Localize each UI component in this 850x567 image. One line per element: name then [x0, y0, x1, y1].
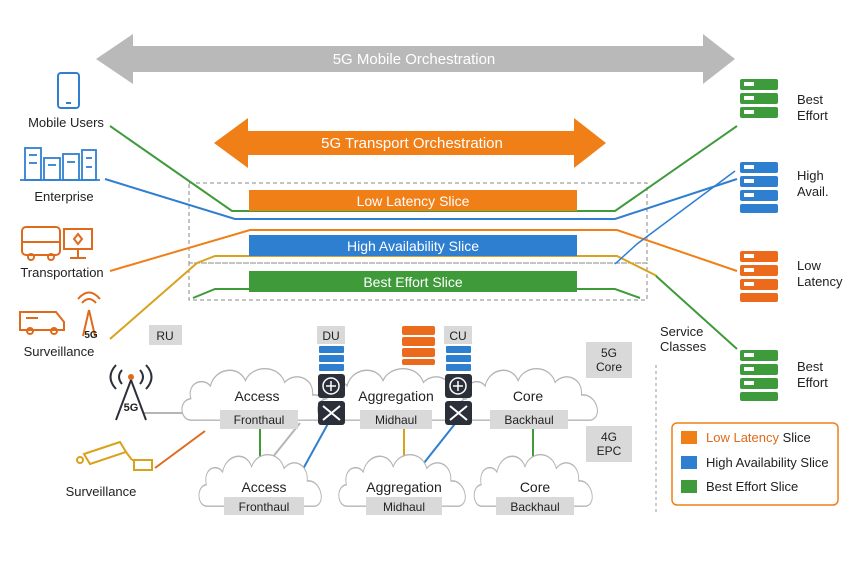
upper-fronthaul-box	[220, 410, 298, 429]
five-g-core-line1: 5G	[601, 346, 617, 360]
blue-line-enterprise	[104, 178, 738, 220]
legend-best-text: Best Effort Slice	[706, 479, 798, 494]
smartphone-icon	[57, 72, 80, 109]
transport-orchestration-label: 5G Transport Orchestration	[321, 135, 503, 152]
cell-tower-icon	[109, 364, 153, 421]
best-effort-1-line1: Best	[797, 92, 823, 107]
transport-orchestration-arrow: 5G Transport Orchestration	[214, 118, 606, 168]
lower-midhaul-box	[366, 497, 442, 515]
service-classes-line2: Classes	[660, 339, 707, 354]
cell-tower-badge: 5G	[124, 402, 139, 414]
high-availability-slice: High Availability Slice	[249, 235, 577, 256]
van-antenna-badge: 5G	[84, 330, 98, 341]
lower-backhaul-label: Backhaul	[510, 500, 559, 514]
best-effort-2-line2: Effort	[797, 375, 828, 390]
legend-low-text: Low Latency Slice	[706, 430, 811, 445]
green-line-best-effort-2	[655, 275, 738, 350]
slice-group-box-bottom	[188, 262, 648, 301]
low-latency-slice-label: Low Latency Slice	[357, 193, 470, 209]
legend-box	[671, 422, 839, 506]
ru-label: RU	[156, 329, 173, 343]
enterprise-label: Enterprise	[34, 189, 93, 204]
low-latency-slice: Low Latency Slice	[249, 190, 577, 211]
cu-box	[444, 326, 472, 344]
legend-low-colored: Low Latency	[706, 430, 779, 445]
low-latency-line1: Low	[797, 258, 821, 273]
surveillance-label: Surveillance	[24, 344, 95, 359]
upper-backhaul-box	[490, 410, 568, 429]
security-camera-icon	[76, 440, 153, 471]
du-label: DU	[322, 329, 339, 343]
server-stack-icon-best-effort-2	[740, 350, 778, 401]
low-latency-line2: Latency	[797, 274, 843, 289]
du-box	[317, 326, 345, 344]
five-g-core-box	[586, 342, 632, 378]
lower-fronthaul-label: Fronthaul	[239, 500, 290, 514]
cu-server-icon	[446, 346, 471, 371]
upper-midhaul-box	[360, 410, 432, 429]
legend-swatch-best	[681, 480, 697, 493]
mobile-orchestration-label: 5G Mobile Orchestration	[333, 51, 496, 68]
four-g-epc-line1: 4G	[601, 430, 617, 444]
upper-midhaul-label: Midhaul	[375, 413, 417, 427]
legend-swatch-high	[681, 456, 697, 469]
van-and-antenna-icon	[19, 291, 101, 337]
legend-swatch-low	[681, 431, 697, 444]
server-stack-icon-low-latency	[740, 251, 778, 302]
high-availability-slice-label: High Availability Slice	[347, 238, 479, 254]
router-icon-du	[318, 374, 345, 398]
lower-backhaul-box	[496, 497, 574, 515]
buildings-icon	[20, 147, 100, 181]
four-g-epc-line2: EPC	[597, 444, 622, 458]
upper-backhaul-label: Backhaul	[504, 413, 553, 427]
lower-midhaul-label: Midhaul	[383, 500, 425, 514]
legend-low-suffix: Slice	[779, 430, 811, 445]
upper-fronthaul-label: Fronthaul	[234, 413, 285, 427]
lower-core-label: Core	[520, 479, 551, 495]
service-classes-line1: Service	[660, 324, 703, 339]
yellow-line-surveillance	[109, 255, 658, 340]
server-stack-icon-high-avail	[740, 162, 778, 213]
bus-and-screen-icon	[21, 226, 93, 261]
legend-high-text: High Availability Slice	[706, 455, 829, 470]
ru-box	[149, 325, 182, 345]
best-effort-2-line1: Best	[797, 359, 823, 374]
high-avail-line1: High	[797, 168, 824, 183]
transportation-label: Transportation	[20, 265, 103, 280]
surveillance-2-label: Surveillance	[66, 484, 137, 499]
orange-line-transport	[109, 229, 738, 272]
mobile-users-label: Mobile Users	[28, 115, 104, 130]
four-g-epc-box	[586, 426, 632, 462]
legend: Low Latency Slice High Availability Slic…	[671, 422, 839, 506]
high-avail-line2: Avail.	[797, 184, 829, 199]
switch-icon-cu	[445, 401, 472, 425]
router-icon-cu	[445, 374, 472, 398]
five-g-core-line2: Core	[596, 360, 622, 374]
upper-core-label: Core	[513, 388, 544, 404]
upper-access-label: Access	[234, 388, 279, 404]
best-effort-slice-label: Best Effort Slice	[363, 274, 463, 290]
cu-label: CU	[449, 329, 466, 343]
best-effort-slice: Best Effort Slice	[249, 271, 577, 292]
lower-fronthaul-box	[224, 497, 304, 515]
server-stack-icon-best-effort-1	[740, 79, 778, 118]
blue-line-high-avail	[614, 170, 736, 265]
lower-access-label: Access	[241, 479, 286, 495]
mobile-orchestration-arrow: 5G Mobile Orchestration	[96, 34, 735, 84]
switch-icon-du	[318, 401, 345, 425]
lower-aggregation-label: Aggregation	[366, 479, 442, 495]
du-server-icon	[319, 346, 344, 371]
slice-group-box-top	[188, 182, 648, 264]
best-effort-1-line2: Effort	[797, 108, 828, 123]
upper-aggregation-label: Aggregation	[358, 388, 434, 404]
center-orange-server-icon	[402, 326, 435, 365]
